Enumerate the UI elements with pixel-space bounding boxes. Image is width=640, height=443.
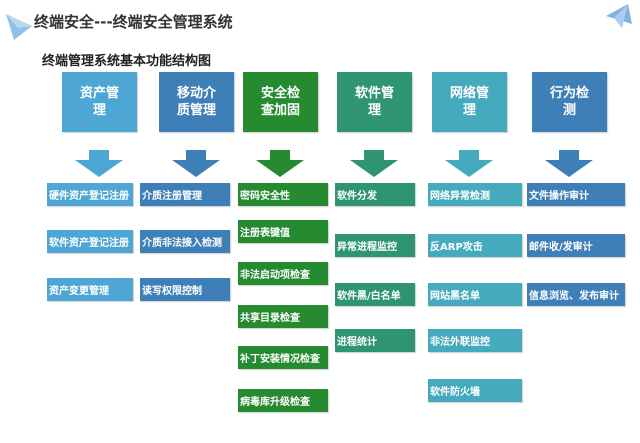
column-header-label: 行为检测 [549,86,589,118]
feature-item: 非法启动项检查 [238,262,328,285]
paper-plane-icon [6,14,32,40]
feature-item: 硬件资产登记注册 [47,183,133,206]
down-arrow-icon [445,150,493,177]
feature-item: 病毒库升级检查 [238,389,328,412]
feature-item: 读写权限控制 [140,278,230,301]
feature-item: 软件黑/白名单 [335,283,415,306]
column-header-label: 资产管理 [79,86,119,118]
column-header: 安全检查加固 [243,72,318,132]
down-arrow-icon [256,150,304,177]
column-header: 软件管理 [337,72,412,132]
feature-item: 资产变更管理 [47,278,133,301]
column-header: 网络管理 [432,72,507,132]
column-header: 资产管理 [62,72,137,132]
feature-item: 密码安全性 [238,183,328,206]
feature-item: 注册表键值 [238,220,328,243]
column-header: 移动介质管理 [159,72,234,132]
feature-item: 补丁安装情况检查 [238,346,328,369]
page-title: 终端安全---终端安全管理系统 [34,13,233,31]
down-arrow-icon [545,150,593,177]
column-header-label: 软件管理 [354,86,394,118]
feature-item: 邮件收/发审计 [527,234,625,257]
down-arrow-icon [75,150,123,177]
column-header: 行为检测 [532,72,607,132]
feature-item: 软件分发 [335,183,415,206]
column-header-label: 移动介质管理 [176,86,216,118]
feature-item: 软件防火墙 [428,379,522,402]
feature-item: 网站黑名单 [428,283,522,306]
feature-item: 介质非法接入检测 [140,230,230,253]
down-arrow-icon [172,150,220,177]
column-header-label: 网络管理 [449,86,489,118]
column-header-label: 安全检查加固 [260,86,300,118]
feature-item: 共享目录检查 [238,305,328,328]
feature-item: 非法外联监控 [428,329,522,352]
feature-item: 介质注册管理 [140,183,230,206]
paper-plane-icon [606,4,632,28]
feature-item: 文件操作审计 [527,183,625,206]
diagram-subtitle: 终端管理系统基本功能结构图 [42,54,212,69]
feature-item: 异常进程监控 [335,234,415,257]
feature-item: 网络异常检测 [428,183,522,206]
feature-item: 信息浏览、发布审计 [527,283,625,306]
down-arrow-icon [350,150,398,177]
feature-item: 进程统计 [335,329,415,352]
feature-item: 软件资产登记注册 [47,230,133,253]
feature-item: 反ARP攻击 [428,234,522,257]
